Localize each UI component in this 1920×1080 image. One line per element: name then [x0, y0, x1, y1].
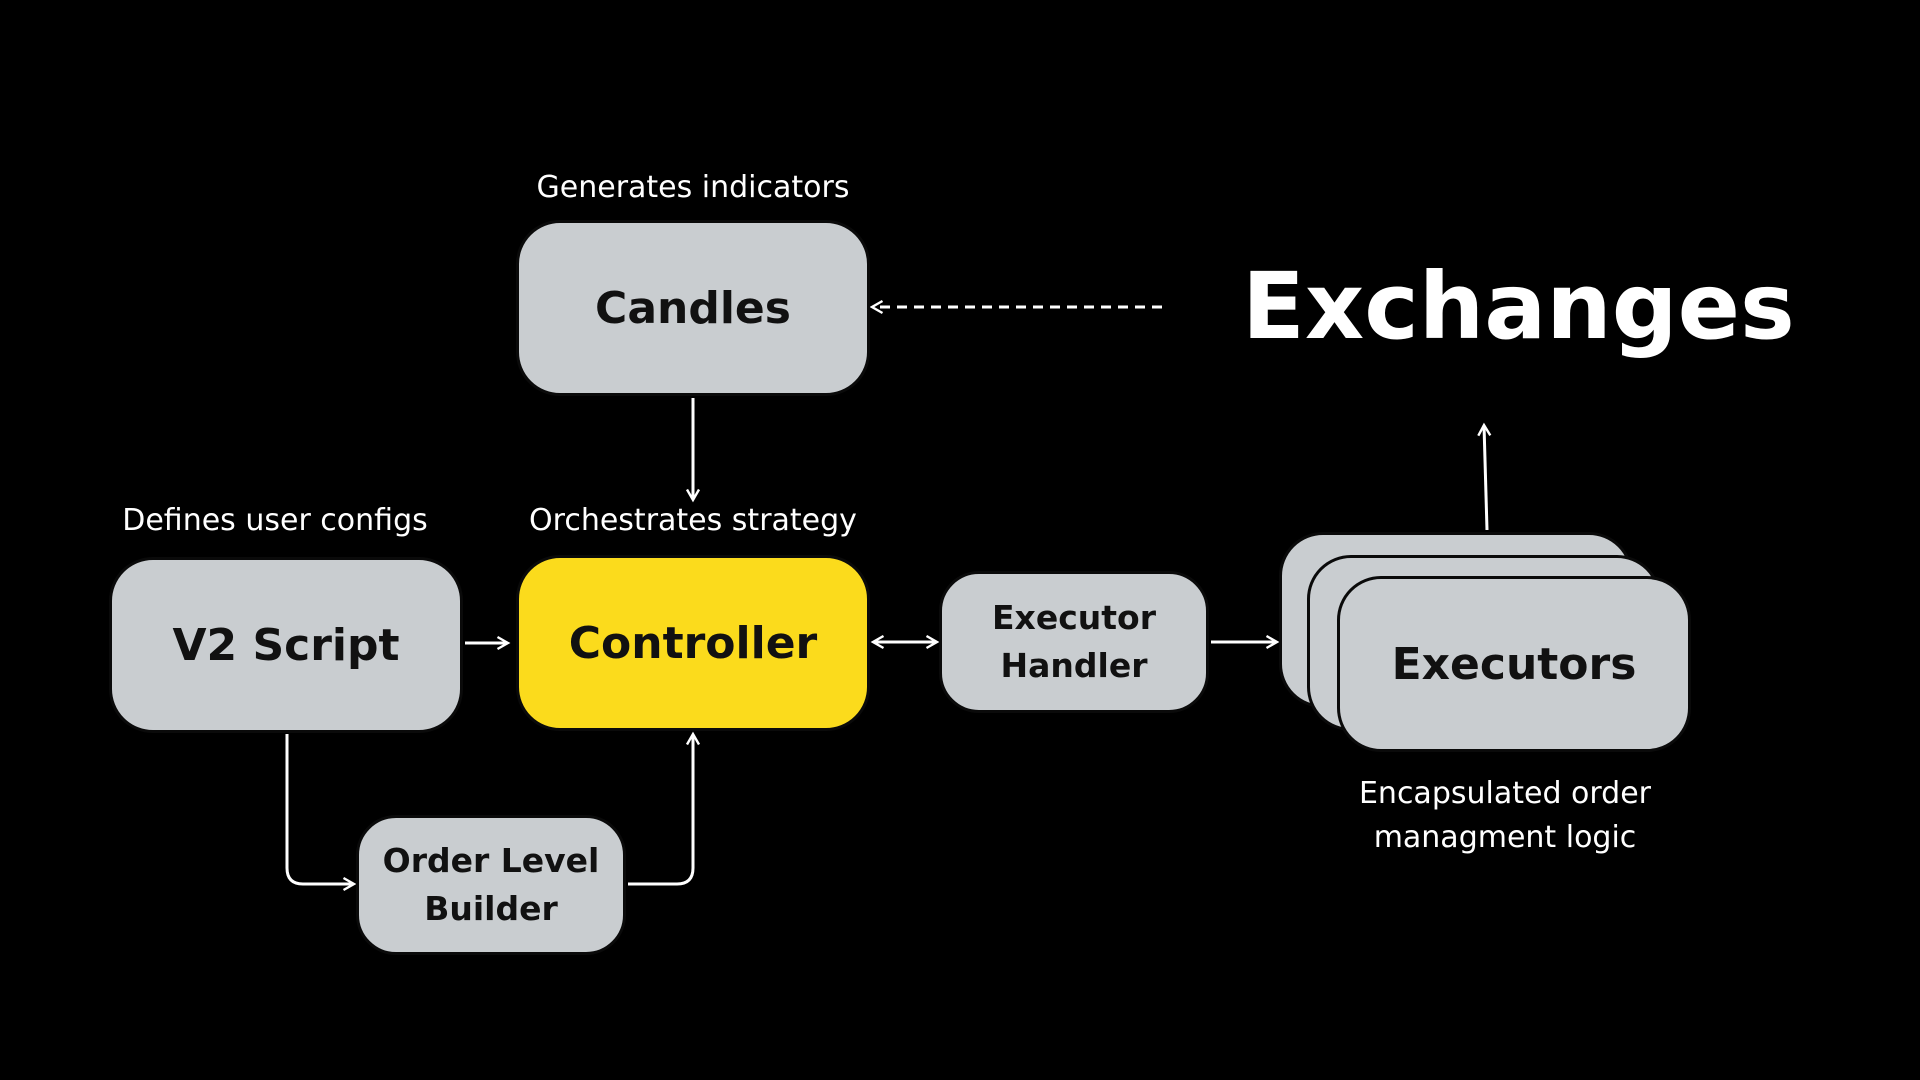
order-level-builder-label-line-2: Builder — [424, 889, 558, 928]
candles-caption: Generates indicators — [536, 170, 850, 205]
controller-caption: Orchestrates strategy — [529, 503, 857, 538]
exchanges-title: Exchanges — [1242, 253, 1795, 360]
candles-node[interactable]: Candles — [516, 220, 870, 396]
executor-handler-node[interactable]: Executor Handler — [939, 571, 1209, 713]
edge-orderlevelbuilder-to-controller — [628, 731, 701, 886]
executors-label: Executors — [1391, 638, 1637, 690]
v2-script-node[interactable]: V2 Script — [109, 557, 463, 733]
v2-script-label: V2 Script — [172, 619, 400, 671]
executors-caption-line-2: managment logic — [1373, 820, 1637, 855]
controller-label: Controller — [568, 617, 818, 669]
executor-handler-label-line-2: Handler — [1000, 646, 1148, 685]
executor-handler-label-line-1: Executor — [992, 598, 1156, 637]
controller-node[interactable]: Controller — [516, 555, 870, 731]
executors-caption: Encapsulated order managment logic — [1305, 772, 1705, 860]
executors-node[interactable]: Executors — [1337, 576, 1691, 752]
v2-script-caption: Defines user configs — [122, 503, 428, 538]
executors-caption-line-1: Encapsulated order — [1358, 776, 1652, 811]
edge-executors-to-exchanges — [1477, 422, 1492, 531]
order-level-builder-node[interactable]: Order Level Builder — [356, 815, 626, 955]
edge-v2script-to-orderlevelbuilder — [285, 734, 357, 892]
candles-label: Candles — [595, 282, 791, 334]
order-level-builder-label-line-1: Order Level — [382, 841, 600, 880]
